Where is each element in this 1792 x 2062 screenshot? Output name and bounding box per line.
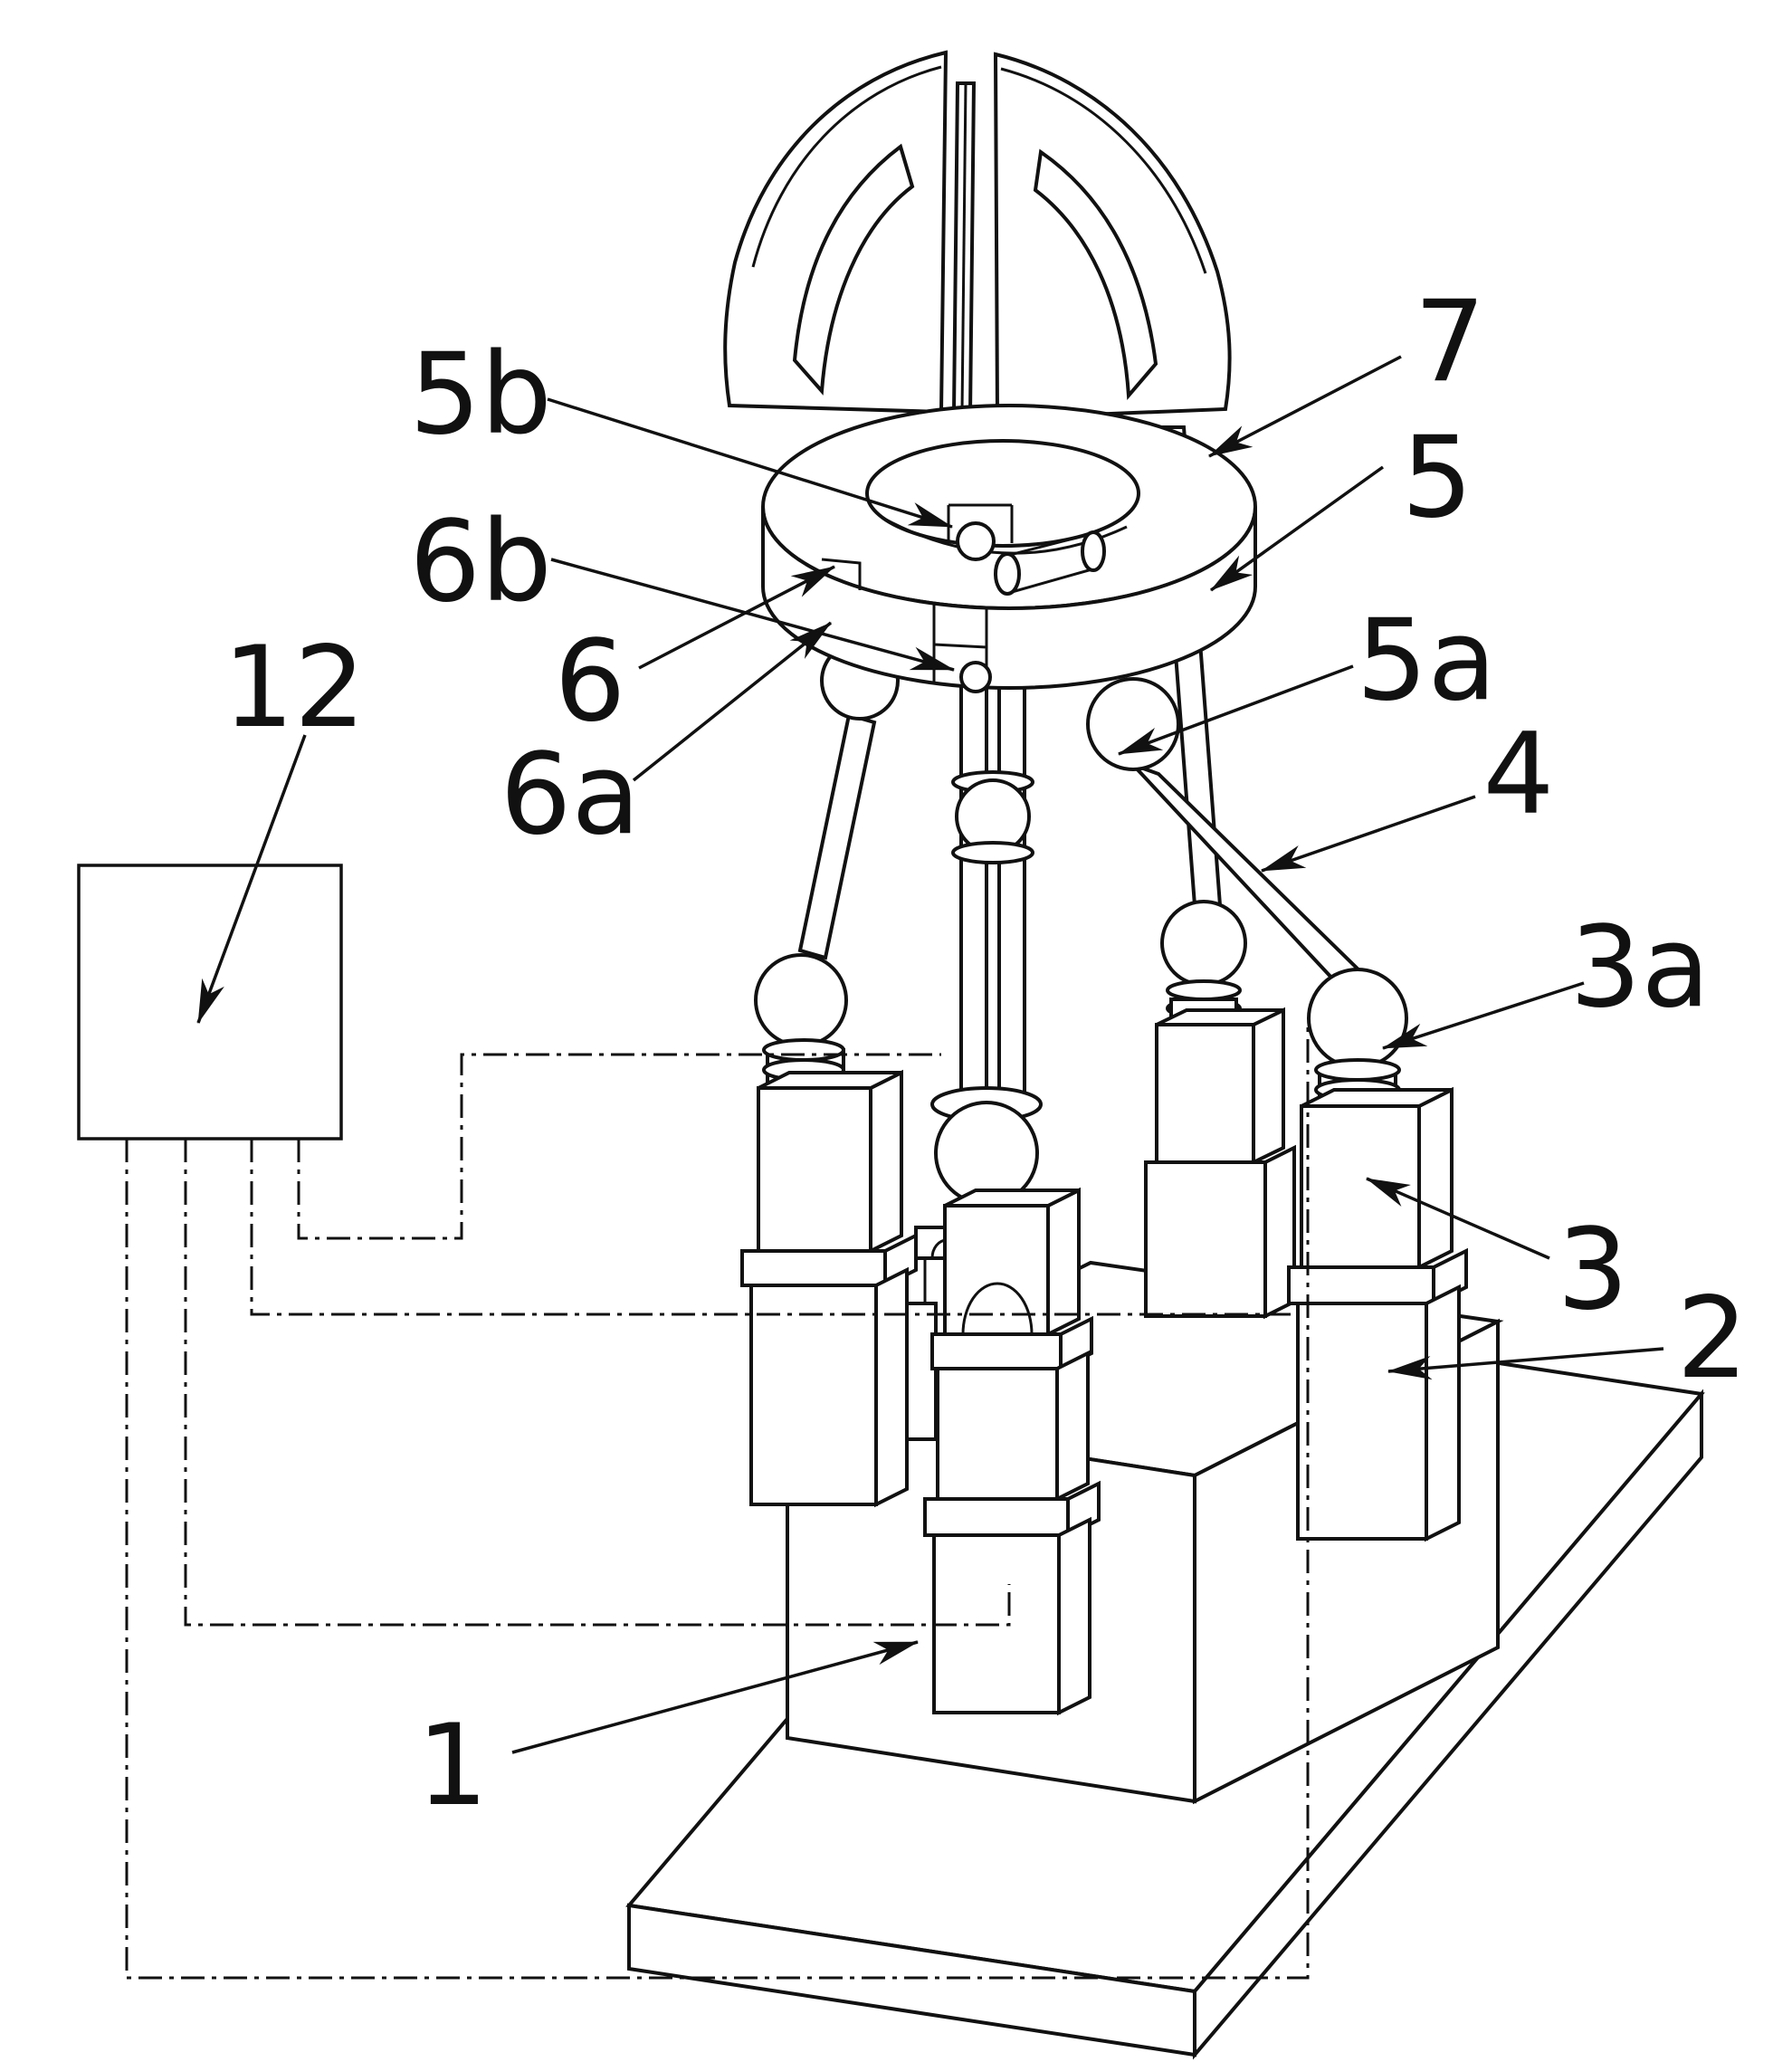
center-small-ball-6b xyxy=(959,661,992,693)
left-ball-joint xyxy=(754,953,848,1047)
callout-2: 2 xyxy=(1677,1274,1749,1404)
callout-1: 1 xyxy=(417,1701,489,1831)
leader-5 xyxy=(1209,465,1385,592)
leader-arrows xyxy=(196,355,1664,1754)
callout-4: 4 xyxy=(1483,710,1555,840)
signal-wires xyxy=(125,1023,1310,1980)
mast-rod-right xyxy=(997,679,1026,1104)
leader-7 xyxy=(1208,355,1402,458)
callout-6: 6 xyxy=(555,616,626,747)
callout-7: 7 xyxy=(1415,277,1486,407)
callout-5b: 5b xyxy=(409,329,552,460)
legs xyxy=(797,712,1372,997)
mast-rod-left xyxy=(959,677,988,1102)
leader-2 xyxy=(1387,1347,1664,1380)
callout-3: 3 xyxy=(1558,1205,1629,1335)
signal-wire-4 xyxy=(297,1053,941,1240)
left-leg-rod xyxy=(797,712,877,960)
right-actuator-stack xyxy=(1287,968,1468,1542)
right-shoulder-ball xyxy=(1086,677,1180,771)
center-small-ball-5b xyxy=(956,521,996,561)
signal-wire-2 xyxy=(184,1139,1011,1627)
callout-6a: 6a xyxy=(500,730,641,860)
rear-ball-joint xyxy=(1160,900,1247,987)
right-upper-slider-block xyxy=(1300,1104,1421,1269)
leader-3a xyxy=(1381,981,1585,1050)
callout-3a: 3a xyxy=(1570,902,1711,1033)
callout-labels: 5b 6b 6 6a 12 7 5 5a 4 3a 3 2 1 xyxy=(223,277,1748,1831)
leader-5a xyxy=(1117,664,1354,756)
guide-petals xyxy=(723,50,1232,421)
callout-5a: 5a xyxy=(1357,596,1497,726)
callout-5: 5 xyxy=(1402,413,1473,543)
center-joint-mechanism xyxy=(947,503,1106,693)
controller-box xyxy=(77,864,343,1141)
callout-6b: 6b xyxy=(409,497,552,627)
leader-12 xyxy=(196,734,307,1025)
central-mast xyxy=(951,677,1034,1104)
ring-platform xyxy=(761,404,1257,690)
leader-6a xyxy=(632,621,833,782)
right-ball-joint xyxy=(1307,968,1408,1069)
signal-wire-3 xyxy=(250,1139,1298,1316)
left-actuator-stack xyxy=(740,953,918,1508)
leader-6b xyxy=(550,558,956,672)
leader-6 xyxy=(638,565,835,670)
front-actuator-stack xyxy=(923,1086,1101,1716)
leader-5b xyxy=(547,397,954,529)
right-actuator-body xyxy=(1296,1302,1428,1541)
leader-1 xyxy=(511,1640,920,1754)
leader-4 xyxy=(1260,795,1476,873)
leader-3 xyxy=(1365,1177,1550,1260)
callout-12: 12 xyxy=(223,623,366,753)
